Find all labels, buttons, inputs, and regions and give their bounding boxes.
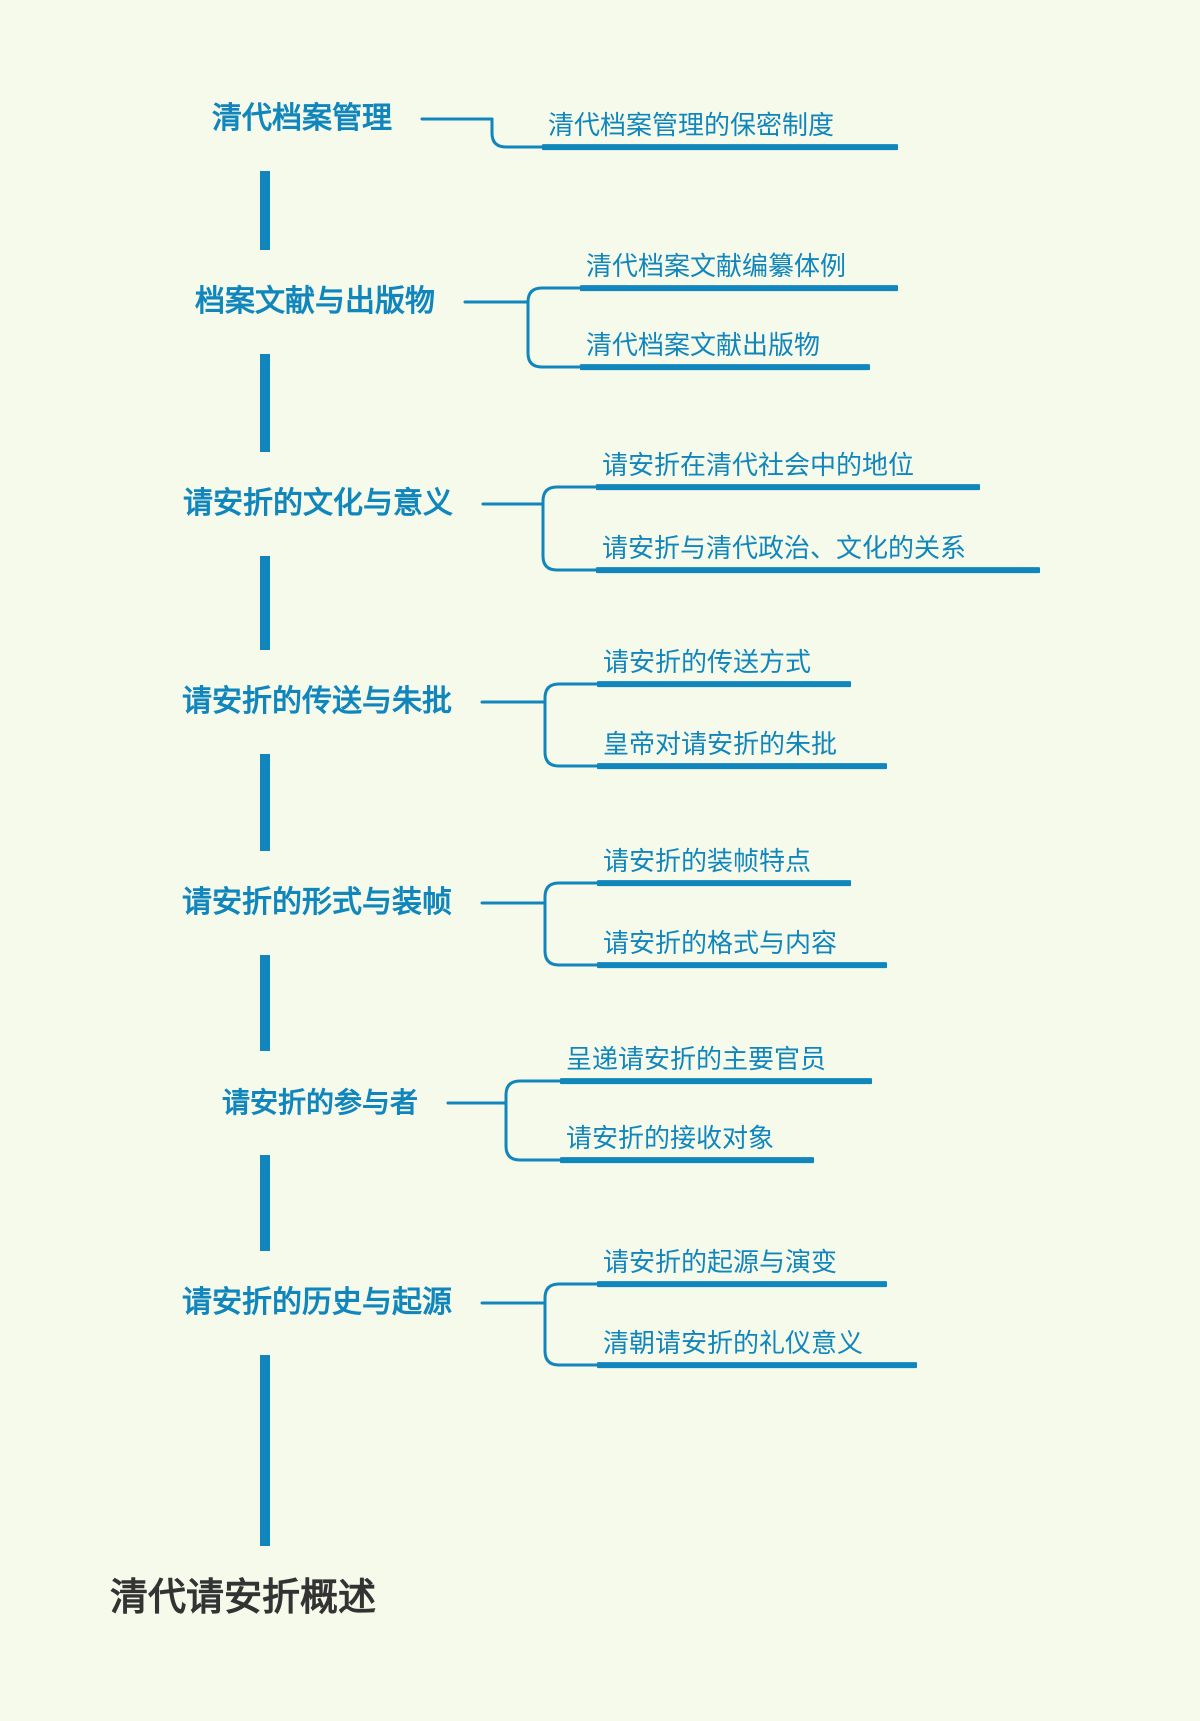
spine-segment <box>260 1355 270 1546</box>
spine-segment <box>260 556 270 650</box>
leaf-underline <box>542 144 898 150</box>
leaf-underline <box>596 484 980 490</box>
leaf-node[interactable]: 请安折的传送方式 <box>597 647 851 687</box>
leaf-node-label: 清朝请安折的礼仪意义 <box>603 1328 864 1359</box>
leaf-node-label: 清代档案文献编纂体例 <box>586 251 847 282</box>
leaf-node[interactable]: 清代档案文献编纂体例 <box>580 251 898 291</box>
branch-node-label: 请安折的文化与意义 <box>183 487 453 520</box>
connector-path <box>543 682 605 768</box>
spine-segment <box>260 354 270 452</box>
leaf-underline <box>597 1281 887 1287</box>
spine-segment <box>260 171 270 250</box>
branch-node-2[interactable]: 档案文献与出版物 <box>0 287 435 317</box>
leaf-node-label: 呈递请安折的主要官员 <box>566 1044 827 1075</box>
branch-node-6[interactable]: 请安折的参与者 <box>0 1089 418 1117</box>
leaf-node[interactable]: 清代档案管理的保密制度 <box>542 110 898 150</box>
leaf-node-label: 皇帝对请安折的朱批 <box>603 729 838 760</box>
connector-path <box>543 881 605 967</box>
leaf-node-label: 清代档案管理的保密制度 <box>548 110 835 141</box>
leaf-underline <box>597 763 887 769</box>
leaf-node[interactable]: 请安折的格式与内容 <box>597 928 887 968</box>
connector-path <box>541 485 604 572</box>
leaf-node[interactable]: 清代档案文献出版物 <box>580 330 870 370</box>
leaf-underline <box>597 880 851 886</box>
leaf-underline <box>560 1157 814 1163</box>
leaf-node[interactable]: 呈递请安折的主要官员 <box>560 1044 872 1084</box>
branch-node-label: 请安折的参与者 <box>221 1087 418 1118</box>
leaf-node[interactable]: 请安折的装帧特点 <box>597 846 851 886</box>
leaf-node-label: 请安折的格式与内容 <box>603 928 838 959</box>
branch-node-label: 清代档案管理 <box>212 102 392 135</box>
leaf-node[interactable]: 皇帝对请安折的朱批 <box>597 729 887 769</box>
leaf-node-label: 请安折的起源与演变 <box>603 1247 838 1278</box>
leaf-underline <box>597 681 851 687</box>
leaf-underline <box>580 285 898 291</box>
branch-node-7[interactable]: 请安折的历史与起源 <box>0 1288 452 1318</box>
leaf-node[interactable]: 请安折与清代政治、文化的关系 <box>596 533 1040 573</box>
branch-node-label: 请安折的形式与装帧 <box>182 886 452 919</box>
leaf-node-label: 请安折在清代社会中的地位 <box>602 450 915 481</box>
branch-node-3[interactable]: 请安折的文化与意义 <box>0 489 453 519</box>
leaf-underline <box>597 962 887 968</box>
branch-node-5[interactable]: 请安折的形式与装帧 <box>0 888 452 918</box>
leaf-node-label: 请安折的装帧特点 <box>603 846 812 877</box>
branch-node-4[interactable]: 请安折的传送与朱批 <box>0 687 452 717</box>
branch-node-label: 请安折的历史与起源 <box>182 1286 452 1319</box>
leaf-node[interactable]: 请安折的接收对象 <box>560 1123 814 1163</box>
leaf-underline <box>597 1362 917 1368</box>
spine-segment <box>260 955 270 1051</box>
spine-segment <box>260 1155 270 1251</box>
leaf-node[interactable]: 请安折的起源与演变 <box>597 1247 887 1287</box>
spine-segment <box>260 754 270 851</box>
connector-path <box>526 286 588 369</box>
leaf-underline <box>560 1078 872 1084</box>
leaf-underline <box>596 567 1040 573</box>
connector-path <box>543 1282 605 1367</box>
leaf-node-label: 请安折的接收对象 <box>566 1123 775 1154</box>
connector-path <box>490 117 550 149</box>
leaf-underline <box>580 364 870 370</box>
root-node[interactable]: 清代请安折概述 <box>110 1577 377 1619</box>
leaf-node[interactable]: 清朝请安折的礼仪意义 <box>597 1328 917 1368</box>
branch-node-1[interactable]: 清代档案管理 <box>0 104 392 134</box>
leaf-node[interactable]: 请安折在清代社会中的地位 <box>596 450 980 490</box>
leaf-node-label: 请安折的传送方式 <box>603 647 812 678</box>
connector-path <box>504 1079 568 1162</box>
leaf-node-label: 清代档案文献出版物 <box>586 330 821 361</box>
branch-node-label: 档案文献与出版物 <box>195 285 435 318</box>
leaf-node-label: 请安折与清代政治、文化的关系 <box>602 533 967 564</box>
branch-node-label: 请安折的传送与朱批 <box>182 685 452 718</box>
